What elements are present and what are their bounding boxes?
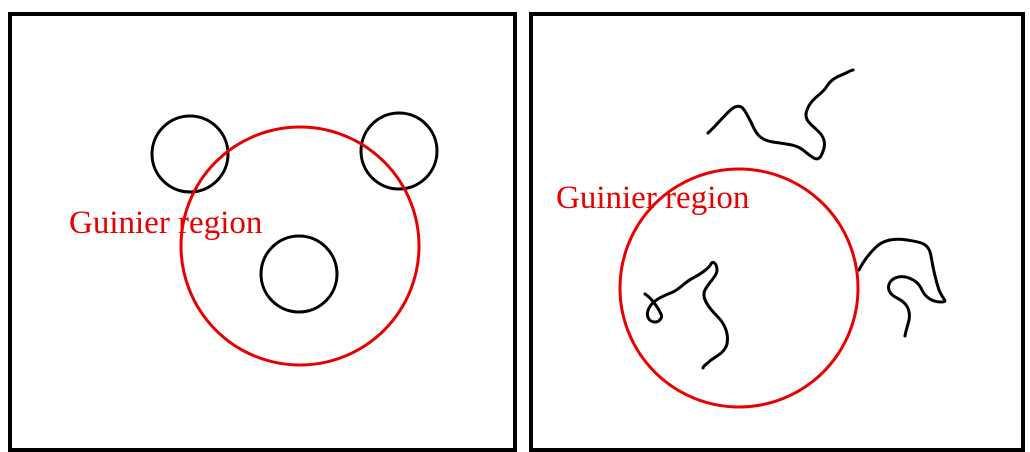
polymer-chain-center	[645, 262, 728, 368]
polymer-chain-top	[708, 70, 853, 159]
right-panel: Guinier region	[529, 12, 1025, 452]
guinier-region-circle	[181, 127, 419, 365]
particle-sphere-top-left	[152, 116, 228, 192]
right-diagram	[533, 16, 1021, 448]
guinier-region-label: Guinier region	[69, 207, 262, 240]
particle-sphere-center	[261, 236, 337, 312]
guinier-region-label: Guinier region	[556, 182, 749, 215]
polymer-chain-right	[859, 239, 945, 336]
left-panel: Guinier region	[8, 12, 517, 452]
